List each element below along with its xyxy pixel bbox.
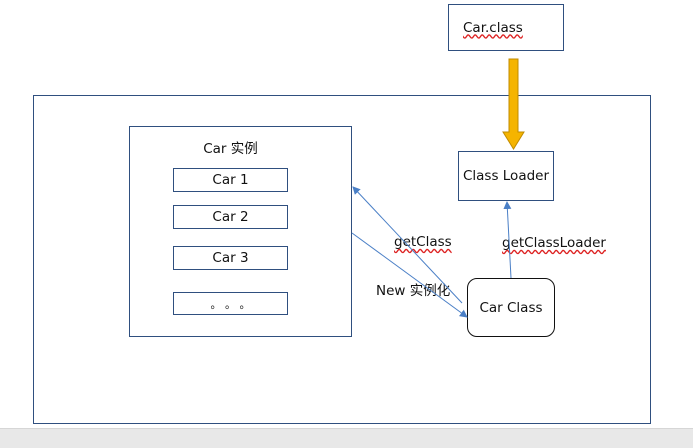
car-instance-item: Car 1 (173, 168, 288, 192)
get-class-loader-edge-label: getClassLoader (502, 235, 606, 251)
car-instance-label: Car 2 (212, 209, 249, 225)
new-instance-arrow (351, 232, 468, 318)
car-class-object-node: Car Class (467, 278, 555, 337)
car-instance-label: Car 3 (212, 250, 249, 266)
class-loader-label: Class Loader (462, 168, 550, 184)
car-class-object-label: Car Class (479, 299, 543, 316)
car-instance-label: Car 1 (212, 172, 249, 188)
car-class-file-node: Car.class (448, 4, 564, 51)
car-instance-ellipsis-label: 。 。 。 (210, 297, 251, 311)
get-class-loader-arrow (503, 201, 512, 279)
car-instance-item: Car 2 (173, 205, 288, 229)
new-instance-edge-label: New 实例化 (376, 283, 451, 299)
car-instance-item: Car 3 (173, 246, 288, 270)
car-class-file-label: Car.class (463, 19, 523, 36)
bottom-status-bar (0, 428, 693, 448)
load-arrow-icon (502, 58, 525, 150)
car-instances-title: Car 实例 (203, 141, 258, 157)
class-loader-node: Class Loader (458, 151, 554, 201)
car-instance-ellipsis-item: 。 。 。 (173, 292, 288, 315)
get-class-arrow (352, 186, 463, 304)
